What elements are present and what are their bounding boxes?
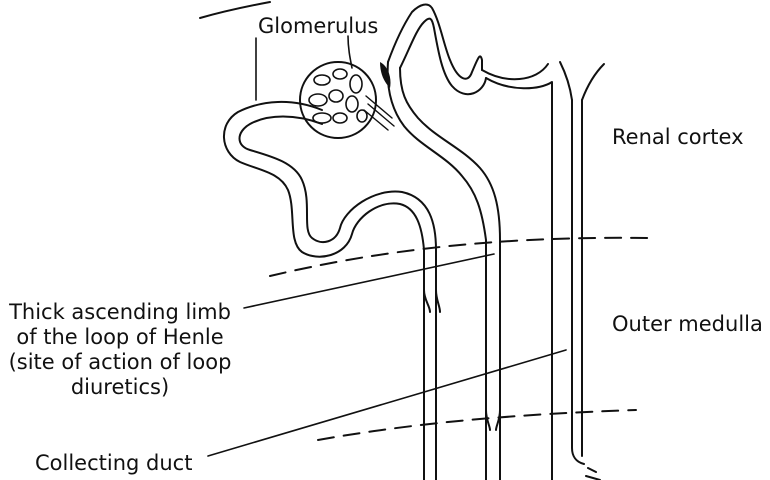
macula-densa [380, 62, 391, 88]
label-thick-ascending-limb: Thick ascending limb of the loop of Henl… [0, 300, 240, 400]
connecting-tubule-left [386, 61, 487, 480]
cortical-duct-top [559, 61, 605, 101]
label-line: Thick ascending limb [9, 300, 231, 324]
capillary-tuft [308, 68, 368, 124]
label-glomerulus: Glomerulus [258, 14, 379, 38]
bowmans-capsule [299, 61, 377, 139]
arteriole-lines [363, 95, 395, 131]
collecting-duct-left-wall [485, 77, 553, 480]
leader-thick-ascending [243, 253, 495, 309]
connecting-tubule-right [399, 67, 501, 480]
cortex-medulla-boundary [269, 236, 649, 277]
thick-limb-narrowing [423, 289, 441, 313]
label-line: of the loop of Henle [16, 325, 224, 349]
collecting-duct-right-wall [481, 63, 549, 81]
proximal-tubule-outer [223, 101, 425, 480]
ascending-limb-narrowing-right [485, 409, 501, 431]
label-renal-cortex: Renal cortex [612, 125, 744, 149]
top-curve [199, 1, 271, 19]
cortical-duct-bottom-tick [585, 467, 601, 480]
label-outer-medulla: Outer medulla [612, 312, 763, 336]
label-line: diuretics) [70, 375, 170, 399]
proximal-tubule-inner [238, 115, 437, 480]
label-collecting-duct: Collecting duct [35, 451, 193, 475]
distal-tubule-inner [399, 17, 487, 96]
leader-glomerulus [347, 35, 353, 69]
cortical-duct [571, 99, 585, 465]
distal-tubule-outer [387, 3, 483, 80]
leader-collecting-duct [207, 349, 567, 457]
outer-inner-medulla-boundary [317, 409, 637, 441]
label-line: (site of action of loop [8, 350, 232, 374]
